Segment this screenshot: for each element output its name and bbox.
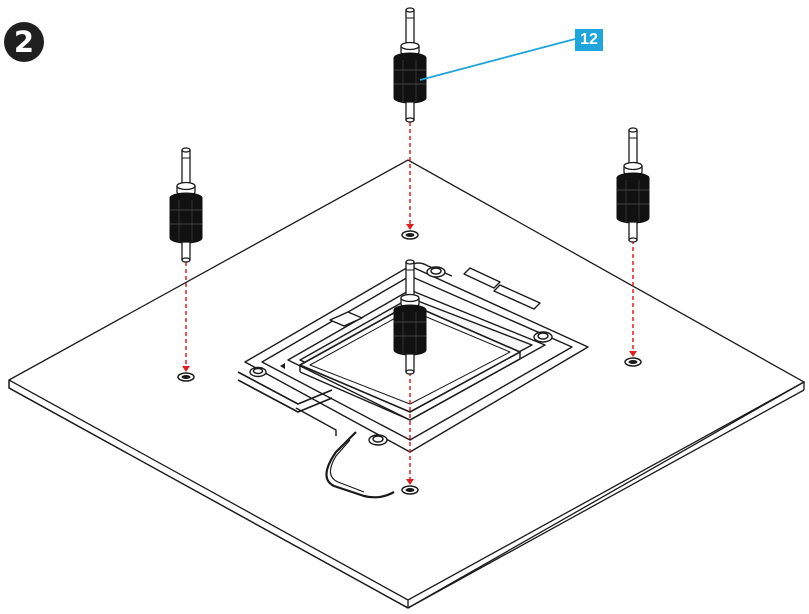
socket-screw bbox=[368, 434, 388, 446]
mount-hole bbox=[401, 485, 419, 495]
socket-screw bbox=[249, 366, 267, 378]
standoff-icon bbox=[616, 127, 650, 243]
mount-hole bbox=[624, 357, 642, 367]
callout-leader-line bbox=[419, 38, 576, 81]
step-number-badge: 2 bbox=[4, 22, 44, 62]
standoff-icon bbox=[393, 7, 427, 123]
mount-hole bbox=[401, 230, 419, 240]
guide-arrowhead bbox=[182, 224, 637, 485]
callout-tag: 12 bbox=[575, 29, 603, 51]
mount-hole bbox=[177, 372, 195, 382]
standoff-icon bbox=[169, 147, 203, 263]
socket-screw bbox=[426, 266, 446, 278]
socket-screw bbox=[533, 331, 553, 343]
alignment-guide bbox=[185, 122, 634, 481]
callout-label: 12 bbox=[580, 31, 598, 48]
step-number: 2 bbox=[13, 25, 35, 59]
